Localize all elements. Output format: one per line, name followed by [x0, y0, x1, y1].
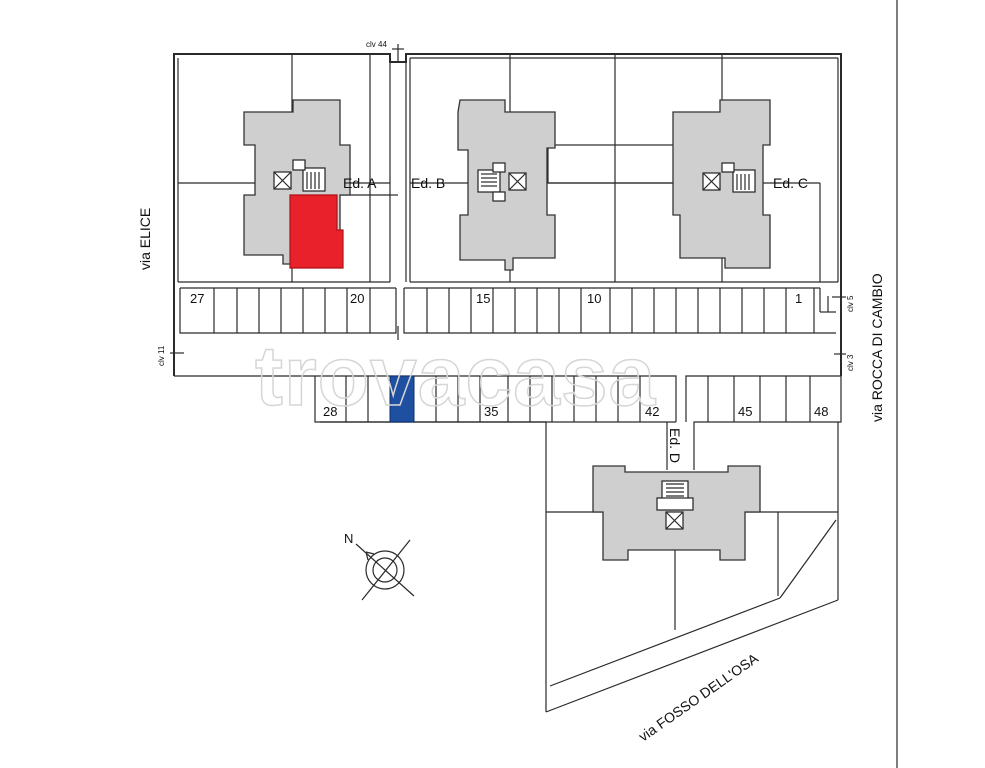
street-label-via-rocca-di-cambio: via ROCCA DI CAMBIO: [869, 273, 885, 422]
parking-number-42: 42: [645, 404, 659, 419]
parking-number-27: 27: [190, 291, 204, 306]
building-c: [672, 99, 771, 269]
parking-number-20: 20: [350, 291, 364, 306]
highlighted-parking-space: [389, 375, 415, 423]
parking-number-45: 45: [738, 404, 752, 419]
building-c-label: Ed. C: [773, 175, 808, 191]
civic-number-44: clv 44: [366, 40, 387, 49]
site-outline: [173, 44, 842, 377]
watermark: trovacasa: [255, 329, 657, 423]
parking-number-1: 1: [795, 291, 802, 306]
parking-number-48: 48: [814, 404, 828, 419]
compass-north-label: N: [344, 531, 353, 546]
civic-number-3: clv 3: [846, 354, 855, 371]
parking-number-10: 10: [587, 291, 601, 306]
parking-number-28: 28: [323, 404, 337, 419]
street-label-via-fosso-dell-osa: via FOSSO DELL'OSA: [636, 650, 762, 745]
building-b: [457, 99, 556, 271]
civic-number-5: clv 5: [846, 295, 855, 312]
parking-number-35: 35: [484, 404, 498, 419]
building-d-label: Ed. D: [667, 428, 683, 463]
compass-rose-icon: [355, 539, 415, 601]
parking-number-15: 15: [476, 291, 490, 306]
street-label-via-elice: via ELICE: [137, 208, 153, 270]
parking-row-2: [314, 375, 842, 712]
building-b-label: Ed. B: [411, 175, 445, 191]
building-d: [592, 465, 761, 561]
south-lot: [545, 422, 839, 713]
building-a: [243, 99, 351, 269]
building-a-label: Ed. A: [343, 175, 377, 191]
civic-number-11: clv 11: [157, 345, 166, 366]
parking-row-1: [179, 287, 836, 340]
